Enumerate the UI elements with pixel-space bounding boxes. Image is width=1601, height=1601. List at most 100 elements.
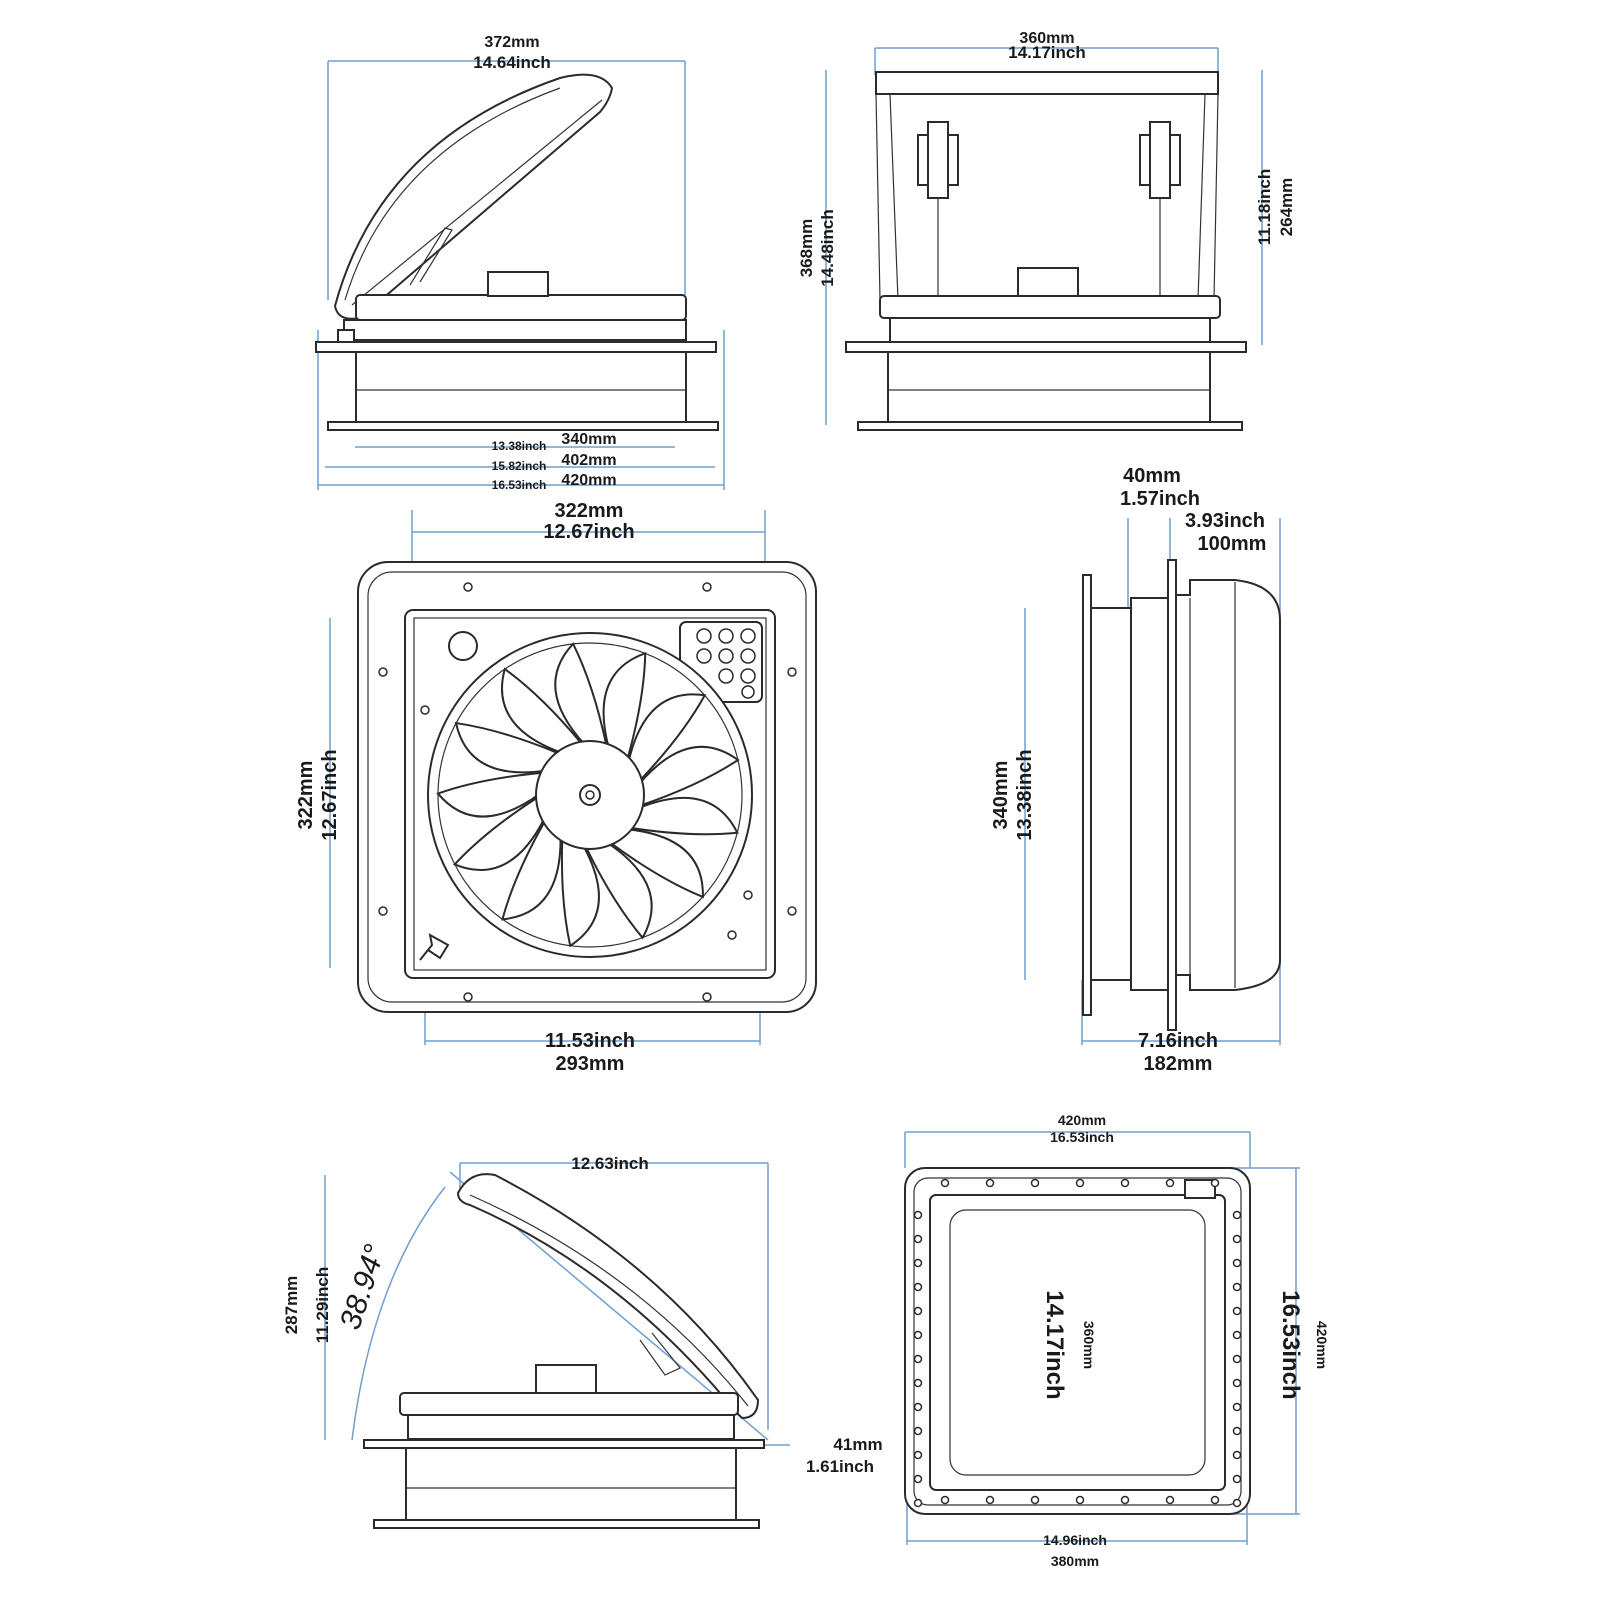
front-view: 360mm 14.17inch 368mm 14.48inch 11.18inc… (797, 30, 1296, 431)
dim-40mm: 40mm (1123, 465, 1181, 487)
fan-blade (436, 771, 544, 818)
fan-blade (638, 745, 740, 807)
dim-182mm: 182mm (1144, 1053, 1213, 1075)
dim-14-17inch-inner: 14.17inch (1041, 1290, 1068, 1399)
dim-340mm: 340mm (561, 431, 616, 448)
side-view-open-lid: 372mm 14.64inch 13.38inch 340mm 15.82inc… (315, 34, 725, 492)
screw-hole (913, 1282, 923, 1292)
screw-hole (1232, 1354, 1242, 1364)
dim-13-38inch: 13.38inch (492, 439, 547, 453)
dim-13-38inch-side: 13.38inch (1014, 749, 1036, 840)
screw-hole (1075, 1178, 1085, 1188)
fan-blade (627, 693, 707, 782)
dim-14-17inch: 14.17inch (1008, 43, 1086, 62)
dim-380mm: 380mm (1051, 1553, 1099, 1569)
dim-15-82inch: 15.82inch (492, 459, 547, 473)
screw-hole (1232, 1234, 1242, 1244)
dim-402mm: 402mm (561, 452, 616, 469)
dim-12-67inch-left: 12.67inch (319, 749, 341, 840)
bottom-view-fan: 322mm 12.67inch 322mm 12.67inch 11.53inc… (295, 500, 817, 1075)
dim-14-64inch: 14.64inch (473, 53, 551, 72)
screw-hole (1232, 1450, 1242, 1460)
screw-hole (1075, 1495, 1085, 1505)
screw-hole (1030, 1178, 1040, 1188)
screw-hole (1232, 1282, 1242, 1292)
screw-hole (1232, 1210, 1242, 1220)
dim-angle-38-94: 38.94° (334, 1241, 392, 1334)
screw-hole (1232, 1378, 1242, 1388)
screw-hole (913, 1354, 923, 1364)
dim-3-93inch: 3.93inch (1185, 510, 1265, 532)
dim-11-18inch: 11.18inch (1255, 169, 1274, 246)
dim-11-29inch: 11.29inch (313, 1267, 332, 1344)
dim-264mm: 264mm (1277, 178, 1296, 237)
dim-1-61inch: 1.61inch (806, 1457, 874, 1476)
screw-hole (913, 1450, 923, 1460)
screw-hole (913, 1306, 923, 1316)
screw-hole (913, 1474, 923, 1484)
dim-7-16inch: 7.16inch (1138, 1030, 1218, 1052)
dim-287mm: 287mm (282, 1276, 301, 1335)
screw-hole (1030, 1495, 1040, 1505)
dim-16-53inch-top: 16.53inch (1050, 1129, 1114, 1145)
left-hinge-icon (917, 121, 959, 300)
dim-420mm-top: 420mm (1058, 1112, 1106, 1128)
dim-100mm: 100mm (1198, 533, 1267, 555)
dim-420mm-right: 420mm (1314, 1321, 1330, 1369)
screw-hole (1232, 1402, 1242, 1412)
open-angle-view: 12.63inch 287mm 11.29inch 38.94° 41mm 1.… (282, 1154, 883, 1529)
flange-screw-icons (378, 582, 797, 1002)
top-view-screw-icons (913, 1178, 1242, 1508)
screw-hole (913, 1234, 923, 1244)
screw-hole (985, 1495, 995, 1505)
top-view: 420mm 16.53inch 14.17inch 360mm 16.53inc… (904, 1112, 1330, 1569)
screw-hole (1210, 1178, 1220, 1188)
screw-hole (1232, 1426, 1242, 1436)
fan-blade (452, 796, 546, 871)
knob-icon (419, 933, 450, 961)
dim-340mm-side: 340mm (990, 761, 1012, 830)
screw-hole (913, 1498, 923, 1508)
dim-16-53inch-right: 16.53inch (1277, 1290, 1304, 1399)
screw-hole (913, 1402, 923, 1412)
dim-360mm-inner: 360mm (1081, 1321, 1097, 1369)
fan-blade (584, 842, 653, 940)
screw-hole (1210, 1495, 1220, 1505)
screw-hole (1165, 1495, 1175, 1505)
dim-12-67inch-top: 12.67inch (543, 521, 634, 543)
dim-360mm: 360mm (1019, 30, 1074, 47)
dim-420mm: 420mm (561, 472, 616, 489)
screw-hole (1232, 1474, 1242, 1484)
screw-hole (940, 1178, 950, 1188)
screw-hole (1232, 1306, 1242, 1316)
screw-hole (1232, 1258, 1242, 1268)
dim-11-53inch: 11.53inch (545, 1030, 635, 1052)
dim-12-63inch: 12.63inch (571, 1154, 649, 1173)
right-hinge-icon (1139, 121, 1181, 300)
sensor-icon (448, 631, 478, 661)
fan-blade (560, 838, 600, 948)
latch-icon (1184, 1179, 1216, 1199)
dim-368mm: 368mm (797, 219, 816, 278)
dim-41mm: 41mm (833, 1435, 882, 1454)
screw-hole (913, 1258, 923, 1268)
dim-1-57inch: 1.57inch (1120, 488, 1200, 510)
fan-blade (454, 721, 560, 774)
fan-blade (629, 796, 739, 836)
fan-blade (602, 651, 647, 760)
fan-icon (427, 632, 753, 958)
screw-hole (913, 1426, 923, 1436)
screw-hole (940, 1495, 950, 1505)
screw-hole (913, 1330, 923, 1340)
dim-372mm: 372mm (484, 34, 539, 51)
screw-hole (1232, 1330, 1242, 1340)
fan-blade (554, 642, 608, 746)
dim-16-53inch: 16.53inch (492, 478, 547, 492)
dim-14-96inch: 14.96inch (1043, 1532, 1107, 1548)
fan-blade (500, 667, 583, 754)
fan-blade (501, 820, 562, 921)
screw-hole (913, 1210, 923, 1220)
screw-hole (985, 1178, 995, 1188)
side-profile-view: 40mm 1.57inch 3.93inch 100mm 340mm 13.38… (990, 465, 1281, 1075)
